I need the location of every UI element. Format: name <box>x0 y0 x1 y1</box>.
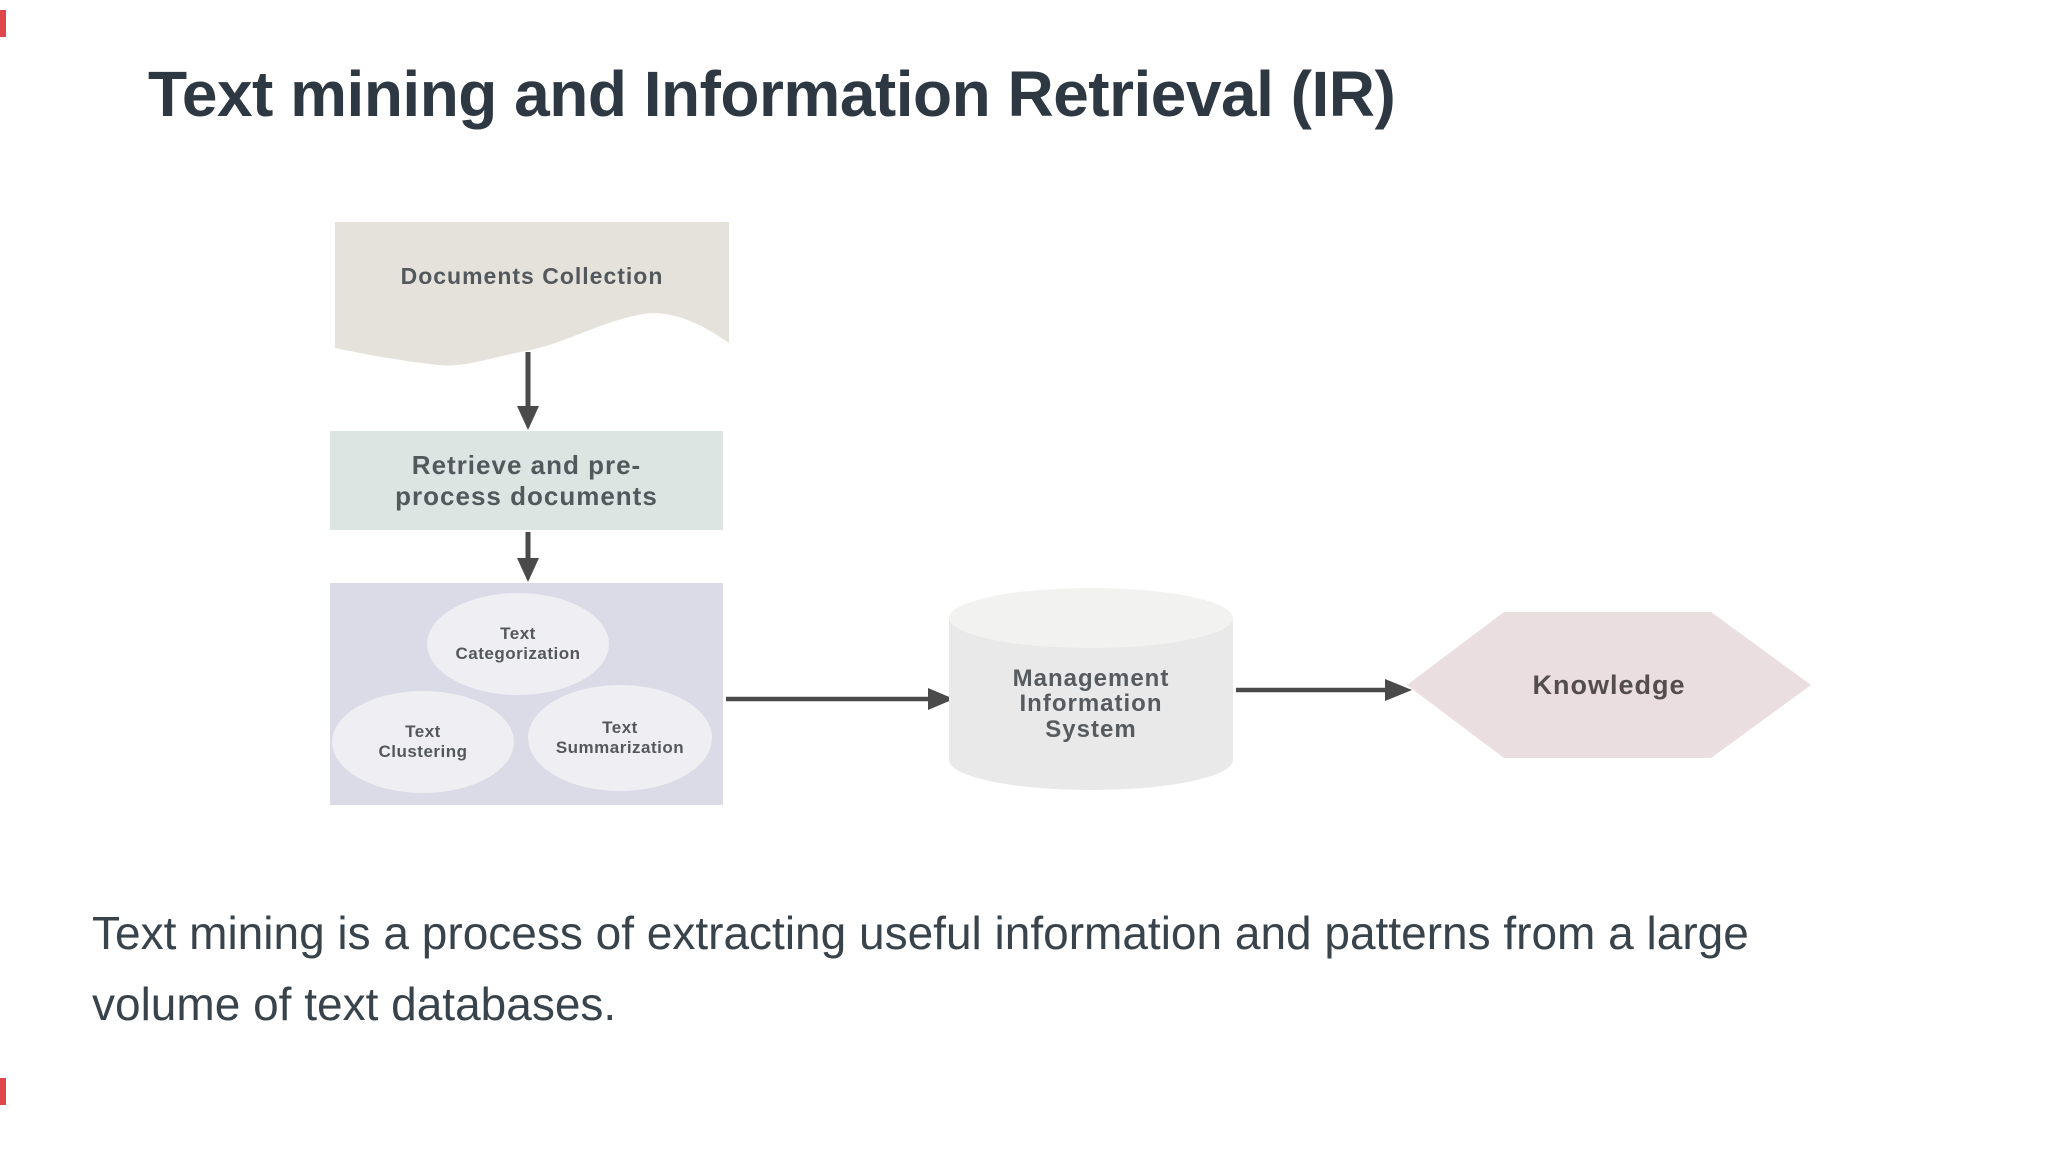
documents-collection-shape <box>335 222 729 366</box>
documents-collection-label: Documents Collection <box>400 262 664 289</box>
text-summarization-label: Text Summarization <box>555 717 685 757</box>
text-mining-group-box: Text Categorization Text Clustering Text… <box>330 583 723 805</box>
arrow-down-connector-2 <box>517 532 539 582</box>
text-summarization-ellipse: Text Summarization <box>528 685 712 791</box>
knowledge-hexagon-shape <box>1407 612 1811 758</box>
text-clustering-ellipse: Text Clustering <box>332 691 514 793</box>
red-edge-marker-bottom <box>0 1078 6 1105</box>
retrieve-preprocess-label: Retrieve and pre-process documents <box>395 449 658 511</box>
retrieve-preprocess-box <box>330 431 723 530</box>
arrow-head <box>1385 679 1412 701</box>
text-categorization-ellipse: Text Categorization <box>427 593 609 695</box>
arrow-head <box>517 558 539 582</box>
arrow-right-connector-2 <box>1236 679 1412 701</box>
text-clustering-label: Text Clustering <box>378 721 468 761</box>
document-wave-glyph <box>335 222 729 366</box>
mis-cylinder-shape <box>949 588 1233 790</box>
arrow-down-connector-1 <box>517 352 539 430</box>
text-categorization-label: Text Categorization <box>455 623 581 663</box>
mis-label: Management Information System <box>1012 665 1170 743</box>
hexagon-glyph <box>1407 612 1811 758</box>
red-edge-marker-top <box>0 10 6 37</box>
arrow-right-connector-1 <box>726 688 954 710</box>
knowledge-label: Knowledge <box>1532 669 1686 700</box>
cylinder-body <box>949 618 1233 790</box>
slide-title: Text mining and Information Retrieval (I… <box>148 57 1396 130</box>
arrow-head <box>517 406 539 430</box>
arrow-head <box>928 688 954 710</box>
description-text: Text mining is a process of extracting u… <box>92 907 1749 1031</box>
cylinder-top <box>949 588 1233 648</box>
